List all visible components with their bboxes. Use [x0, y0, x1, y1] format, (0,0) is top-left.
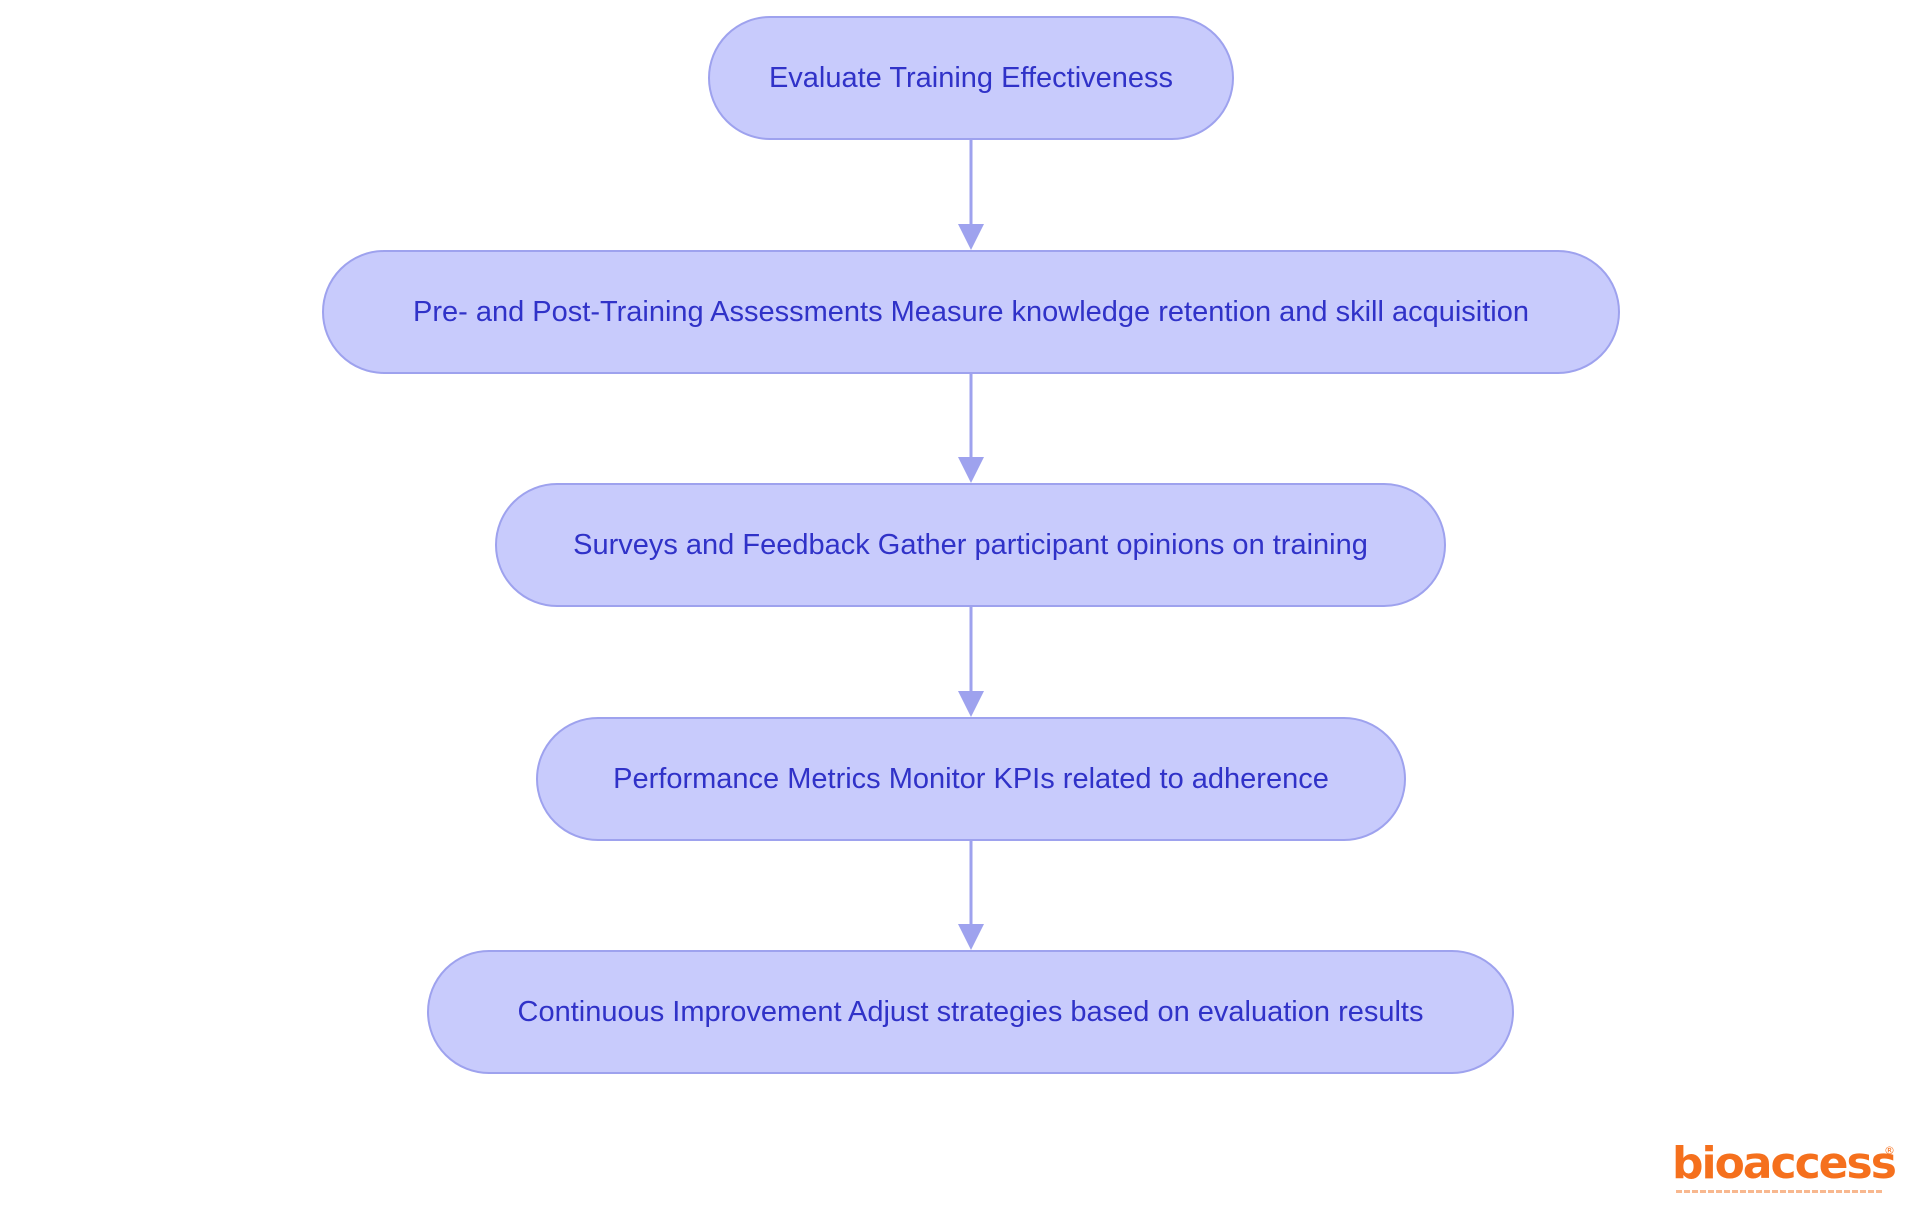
node-evaluate-training-effectiveness: Evaluate Training Effectiveness [708, 16, 1234, 140]
node-label: Pre- and Post-Training Assessments Measu… [413, 295, 1529, 328]
node-label: Continuous Improvement Adjust strategies… [517, 995, 1424, 1028]
node-label: Surveys and Feedback Gather participant … [573, 528, 1368, 561]
bioaccess-logo: bioaccess ® [1672, 1138, 1897, 1196]
logo-tagline-graphic [1676, 1190, 1882, 1193]
edge-metrics-to-improvement [958, 841, 984, 950]
edge-evaluate-to-assessments [958, 140, 984, 250]
node-performance-metrics: Performance Metrics Monitor KPIs related… [536, 717, 1406, 841]
registered-mark: ® [1884, 1144, 1895, 1157]
node-surveys-and-feedback: Surveys and Feedback Gather participant … [495, 483, 1446, 607]
node-continuous-improvement: Continuous Improvement Adjust strategies… [427, 950, 1514, 1074]
edge-assessments-to-surveys [958, 374, 984, 483]
node-label: Evaluate Training Effectiveness [768, 61, 1174, 94]
node-label: Performance Metrics Monitor KPIs related… [613, 762, 1329, 795]
node-pre-post-training-assessments: Pre- and Post-Training Assessments Measu… [322, 250, 1620, 374]
edge-surveys-to-metrics [958, 607, 984, 717]
logo-wordmark: bioaccess [1672, 1138, 1897, 1189]
